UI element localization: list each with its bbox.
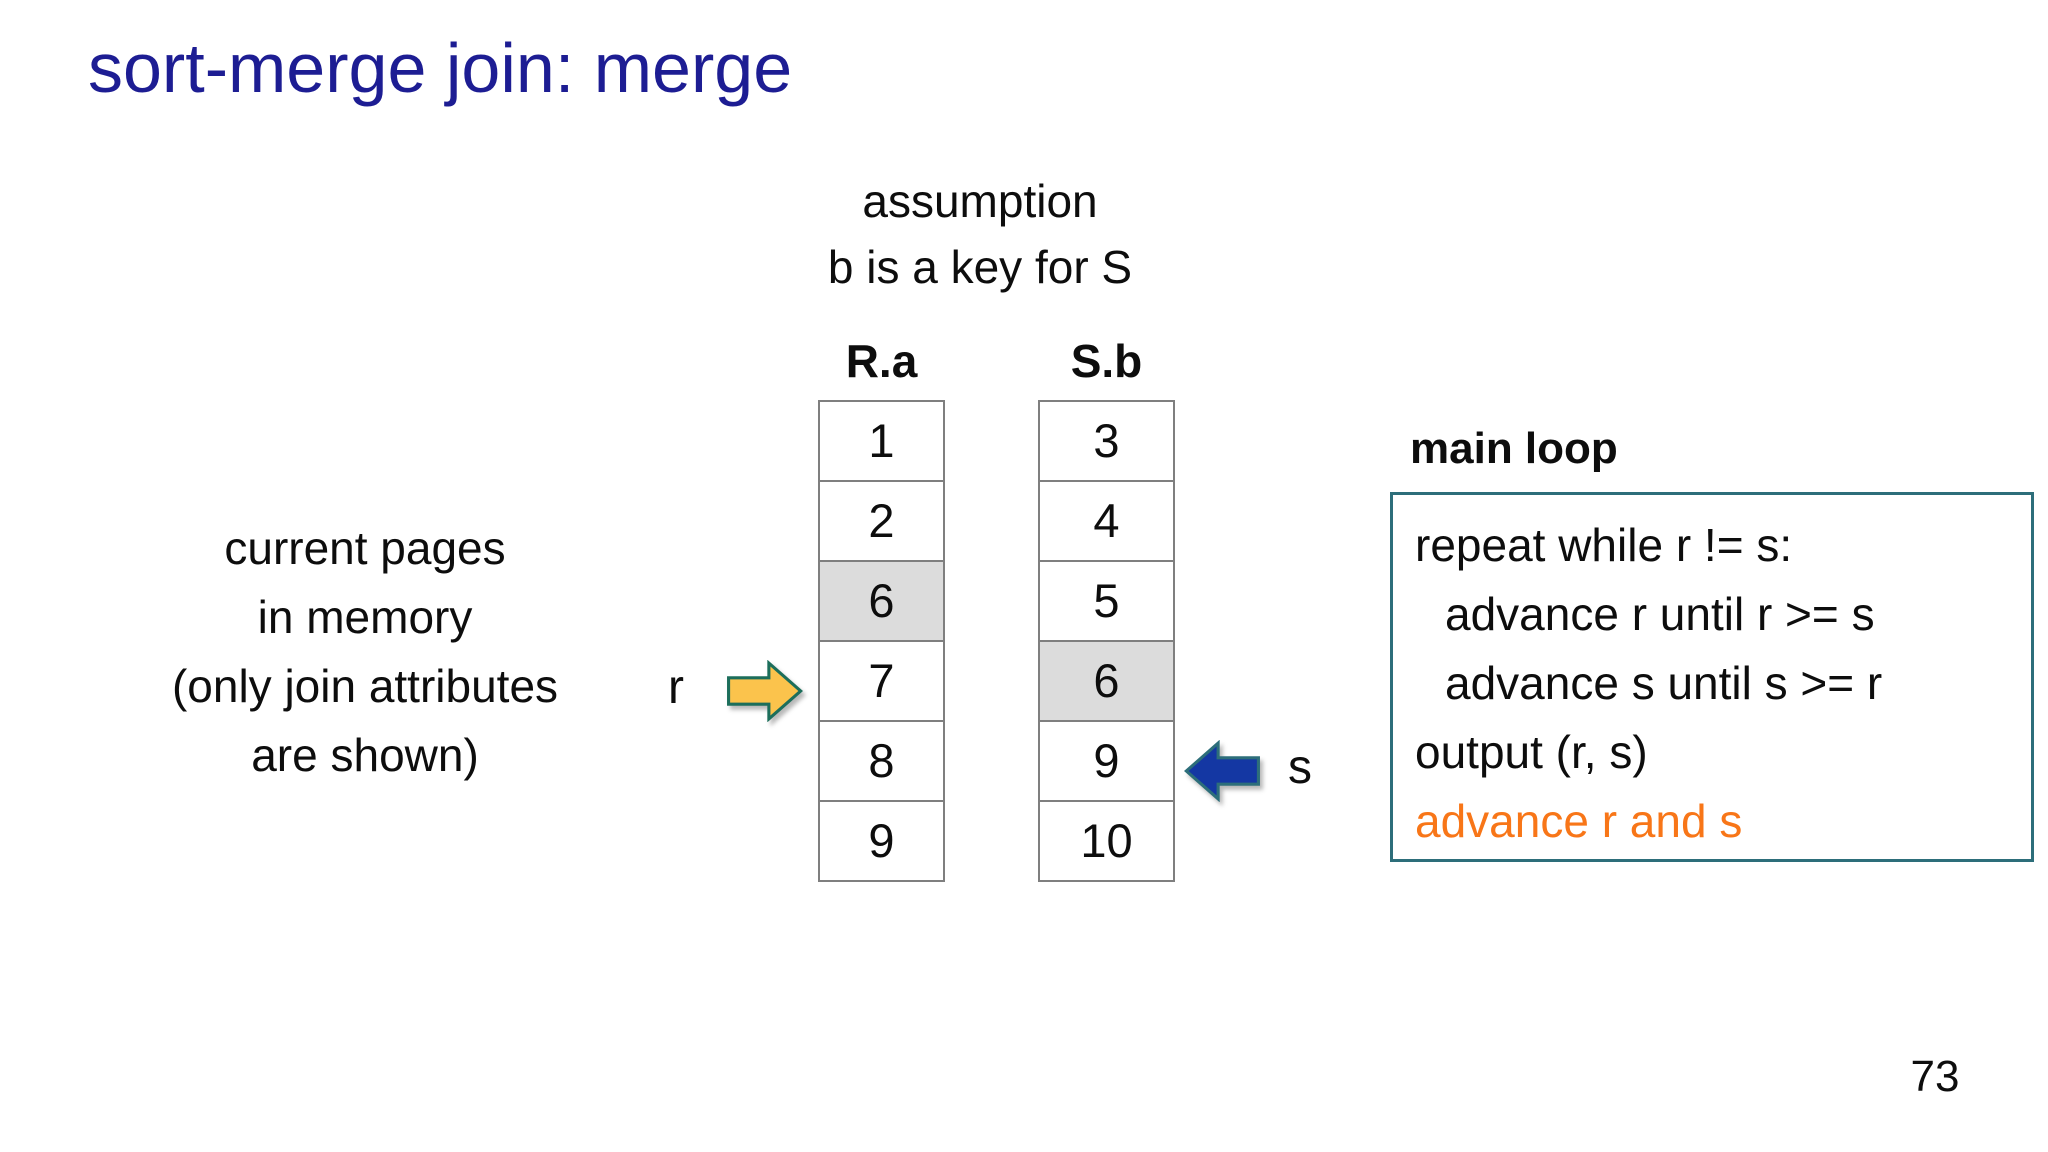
- memory-caption-line: (only join attributes: [171, 660, 559, 712]
- table-cell: 5: [1038, 560, 1175, 642]
- table-cell: 1: [818, 400, 945, 482]
- code-line: advance s until s >= r: [1445, 657, 1883, 709]
- table-cell: 3: [1038, 400, 1175, 482]
- table-cell: 2: [818, 480, 945, 562]
- right-arrow-icon: [726, 659, 804, 727]
- main-loop-code-box: repeat while r != s: advance r until r >=…: [1390, 492, 2034, 862]
- page-title: sort-merge join: merge: [88, 29, 793, 107]
- assumption-line: assumption: [862, 175, 1098, 227]
- page-number: 73: [1910, 1052, 1960, 1101]
- left-arrow-icon: [1182, 739, 1262, 807]
- table-cell: 8: [818, 720, 945, 802]
- memory-caption: current pages in memory (only join attri…: [70, 514, 660, 790]
- assumption-line: b is a key for S: [827, 241, 1133, 293]
- table-cell: 6: [818, 560, 945, 642]
- memory-caption-line: current pages: [224, 522, 506, 574]
- memory-caption-line: are shown): [251, 729, 479, 781]
- main-loop-heading: main loop: [1410, 424, 1618, 473]
- table-cell: 7: [818, 640, 945, 722]
- column-header-ra: R.a: [845, 335, 918, 387]
- table-cell: 6: [1038, 640, 1175, 722]
- code-line: repeat while r != s:: [1415, 519, 1793, 571]
- assumption-text: assumption b is a key for S: [630, 168, 1330, 300]
- code-line: output (r, s): [1415, 726, 1648, 778]
- column-header-sb: S.b: [1070, 335, 1143, 387]
- table-cell: 9: [1038, 720, 1175, 802]
- table-cell: 4: [1038, 480, 1175, 562]
- r-pointer-label: r: [668, 661, 684, 714]
- code-line: advance r and s: [1415, 795, 1743, 847]
- memory-caption-line: in memory: [257, 591, 473, 643]
- code-line: advance r until r >= s: [1445, 588, 1875, 640]
- s-pointer-label: s: [1288, 741, 1312, 794]
- table-cell: 10: [1038, 800, 1175, 882]
- table-cell: 9: [818, 800, 945, 882]
